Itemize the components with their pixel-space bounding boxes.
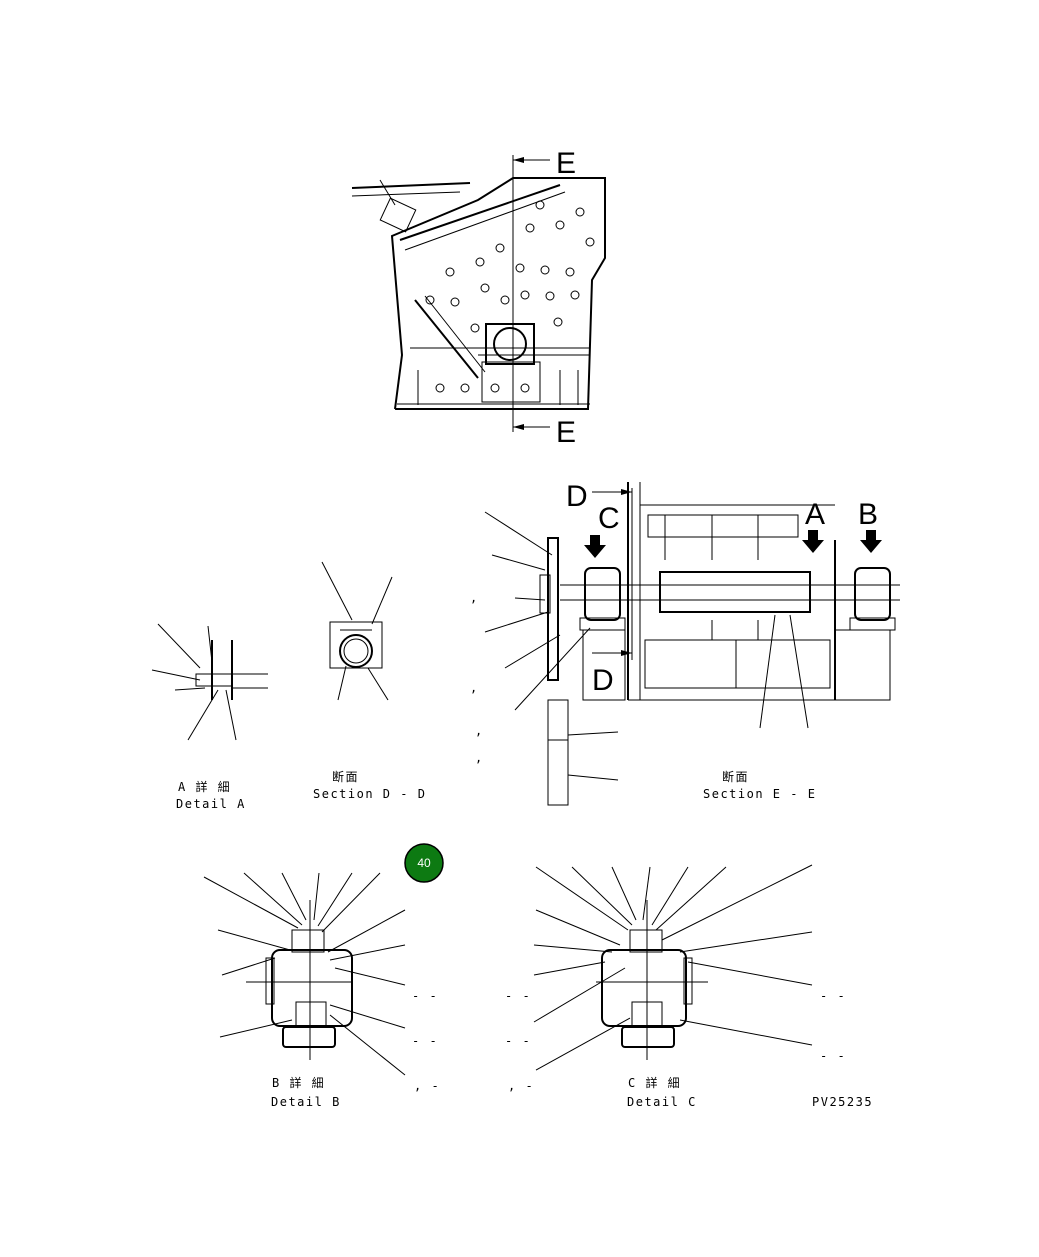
comma-mark: , <box>475 751 484 765</box>
dash-mark: - - <box>820 989 846 1003</box>
detail-a-title-jp: A 詳 細 <box>178 779 231 794</box>
section-e-e-view: C A B D D , , , , <box>470 480 900 806</box>
callout-badge[interactable]: 40 <box>404 843 444 883</box>
section-marker-e-bottom: E <box>556 416 576 449</box>
section-d-d-view <box>321 561 393 701</box>
dash-mark: - - <box>505 1034 531 1048</box>
section-d-d-title: Section D - D <box>313 787 426 801</box>
dash-mark: - - <box>505 989 531 1003</box>
drawing-number: PV25235 <box>812 1095 873 1109</box>
detail-marker-a: A <box>805 498 825 531</box>
dash-mark: , - <box>508 1079 534 1093</box>
section-marker-d-top: D <box>566 480 588 513</box>
callout-number: 40 <box>417 856 431 870</box>
detail-b-title-jp: B 詳 細 <box>272 1075 325 1090</box>
bolt-heads <box>425 200 595 393</box>
detail-c-title-jp: C 詳 細 <box>628 1075 681 1090</box>
section-e-e-title: Section E - E <box>703 787 816 801</box>
dash-mark: - - <box>820 1049 846 1063</box>
comma-mark: , <box>475 724 484 738</box>
detail-b-view <box>203 872 406 1076</box>
detail-marker-c: C <box>598 502 620 535</box>
dash-mark: - - <box>412 1034 438 1048</box>
section-e-e-title-jp: 断面 <box>722 769 749 784</box>
detail-marker-b: B <box>858 498 878 531</box>
detail-a-title: Detail A <box>176 797 246 811</box>
detail-a-view <box>151 623 268 741</box>
section-d-d-title-jp: 断面 <box>332 769 359 784</box>
detail-c-title: Detail C <box>627 1095 697 1109</box>
comma-mark: , <box>470 681 479 695</box>
crusher-side-view: E E <box>351 147 606 449</box>
dash-mark: , - <box>414 1079 440 1093</box>
dash-mark: - - <box>412 989 438 1003</box>
section-marker-e-top: E <box>556 147 576 180</box>
comma-mark: , <box>470 591 479 605</box>
detail-b-title: Detail B <box>271 1095 341 1109</box>
detail-c-view <box>533 864 813 1071</box>
section-marker-d-bottom: D <box>592 664 614 697</box>
